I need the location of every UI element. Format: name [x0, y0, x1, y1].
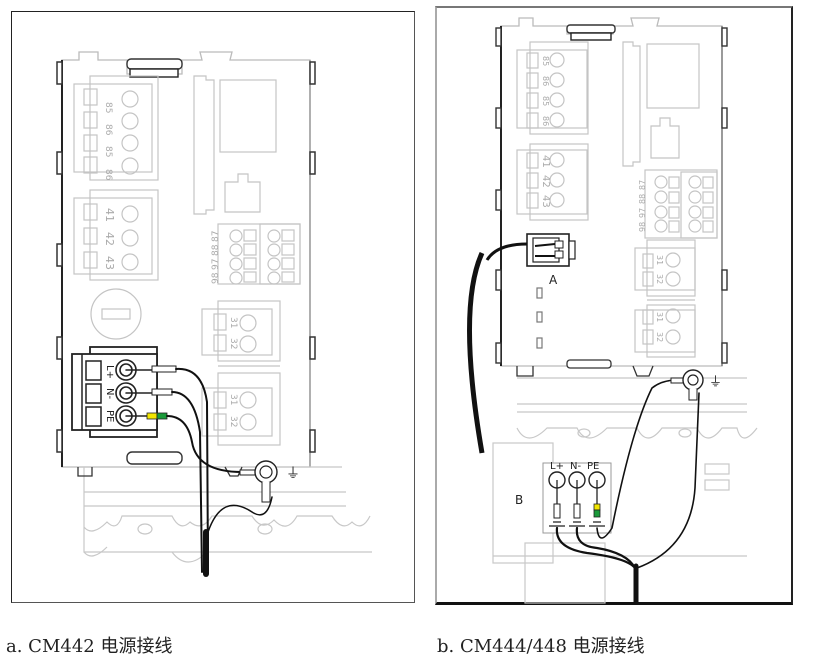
terminal-label: 31 — [228, 317, 238, 328]
terminal-label: 43 — [103, 256, 116, 270]
terminal-label: 98 — [638, 222, 647, 232]
terminal-label: 86 — [541, 76, 550, 86]
power-label-n: N- — [570, 461, 581, 472]
terminal-label: 41 — [103, 208, 116, 222]
terminal-label: 85 — [541, 56, 550, 66]
figure-cm442-wiring: 85 86 85 86 41 42 43 98 97 88 87 31 32 3… — [11, 11, 415, 603]
callout-a: A — [549, 273, 558, 287]
callout-b: B — [515, 493, 523, 507]
power-label-l: L+ — [104, 365, 115, 379]
cm444-448-diagram: 85 86 85 86 41 42 43 98 97 88 87 31 32 3… — [467, 17, 758, 604]
ground-symbol-icon: ⏚ — [286, 466, 300, 482]
power-terminal-block-b — [542, 462, 612, 534]
figure-cm444-448-wiring: 85 86 85 86 41 42 43 98 97 88 87 31 32 3… — [435, 6, 793, 605]
power-label-pe: PE — [104, 410, 115, 422]
terminal-label: 32 — [655, 332, 664, 342]
terminal-label: 98 — [211, 272, 221, 284]
terminal-label: 87 — [211, 231, 221, 242]
caption-b: b. CM444/448 电源接线 — [437, 636, 645, 657]
terminal-label: 97 — [638, 208, 647, 218]
connector-a — [526, 233, 576, 267]
terminal-label: 42 — [103, 232, 116, 246]
terminal-label: 42 — [540, 175, 551, 188]
power-label-n: N- — [104, 388, 115, 399]
power-label-pe: PE — [587, 461, 599, 472]
power-label-l: L+ — [550, 461, 564, 472]
ground-lug — [239, 460, 278, 503]
terminal-label: 31 — [655, 255, 664, 265]
terminal-label: 31 — [655, 312, 664, 322]
terminal-label: 86 — [103, 169, 113, 181]
terminal-label: 32 — [228, 416, 238, 427]
power-terminal-block — [71, 346, 158, 438]
terminal-label: 88 — [211, 244, 221, 256]
terminal-label: 41 — [540, 155, 551, 168]
caption-a: a. CM442 电源接线 — [6, 636, 173, 657]
ground-symbol-icon: ⏚ — [709, 375, 722, 390]
terminal-label: 88 — [638, 194, 647, 204]
terminal-label: 32 — [655, 274, 664, 284]
terminal-label: 86 — [103, 124, 113, 136]
cm442-diagram: 85 86 85 86 41 42 43 98 97 88 87 31 32 3… — [56, 51, 372, 577]
terminal-label: 85 — [541, 96, 550, 106]
ground-lug — [670, 369, 704, 401]
terminal-label: 43 — [540, 195, 551, 208]
terminal-label: 97 — [211, 259, 221, 270]
terminal-label: 31 — [228, 394, 238, 405]
terminal-label: 85 — [103, 102, 113, 113]
terminal-label: 32 — [228, 338, 238, 349]
terminal-label: 87 — [638, 180, 647, 190]
terminal-label: 86 — [541, 116, 550, 126]
terminal-label: 85 — [103, 146, 113, 157]
